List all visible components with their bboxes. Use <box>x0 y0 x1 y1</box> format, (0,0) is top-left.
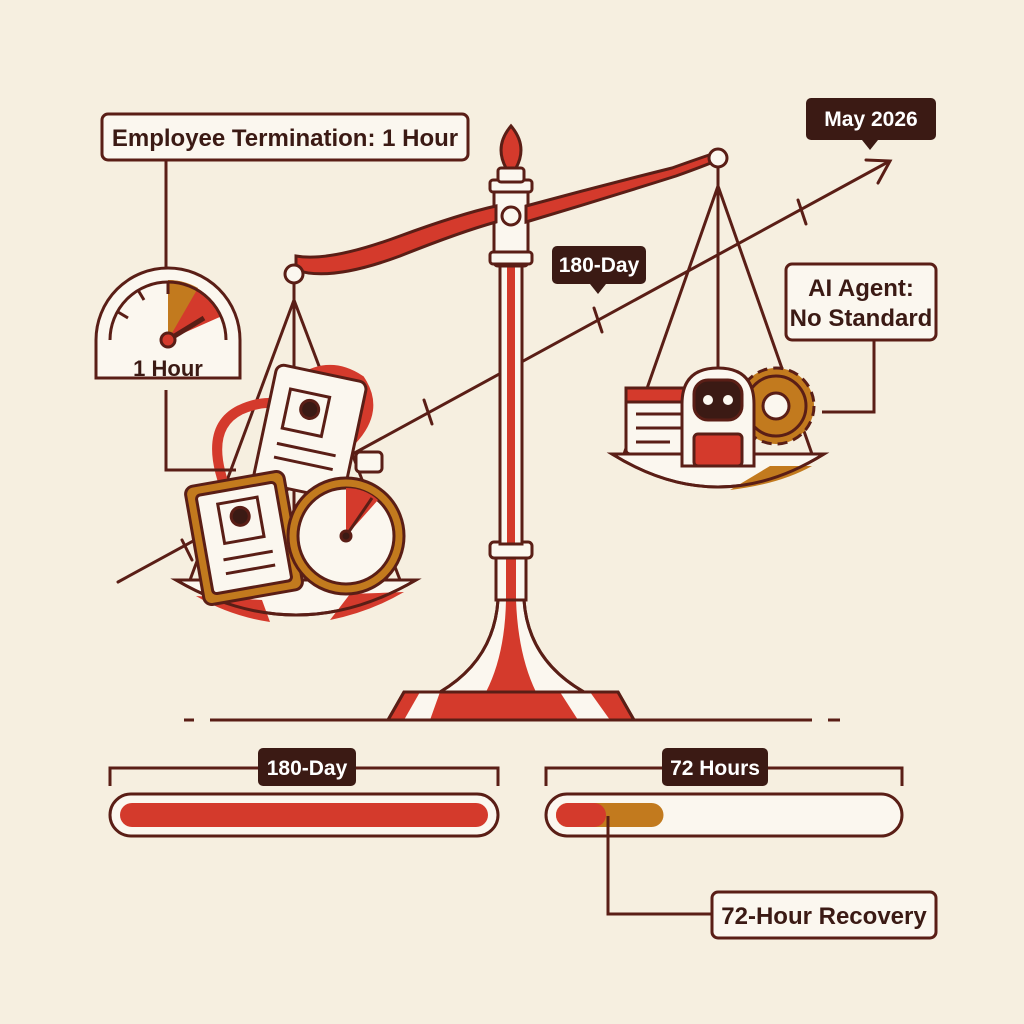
recovery-text: 72-Hour Recovery <box>721 903 927 930</box>
timeline-mid-text: 180-Day <box>559 254 640 277</box>
robot-icon <box>680 366 756 468</box>
ai-agent-line2: No Standard <box>790 305 933 332</box>
date-tag: May 2026 <box>806 98 936 150</box>
termination-leader <box>164 160 236 472</box>
date-text: May 2026 <box>824 108 917 131</box>
balance-scale-icon <box>283 123 729 722</box>
timeline-mid-tag: 180-Day <box>552 246 646 294</box>
id-badge-icon <box>252 363 368 501</box>
ai-agent-line1: AI Agent: <box>808 275 914 302</box>
id-badge-icon <box>184 469 304 607</box>
stopwatch-icon <box>286 450 406 596</box>
ai-agent-callout: AI Agent: No Standard <box>784 262 938 414</box>
progress-bar-72-hours: 72 Hours <box>544 748 904 838</box>
document-icon <box>624 386 698 456</box>
recovery-callout: 72-Hour Recovery <box>606 816 938 940</box>
gear-icon <box>736 366 816 446</box>
progress-bar-180-day: 180-Day <box>108 748 500 838</box>
bar1-label: 180-Day <box>267 757 348 780</box>
gauge-label: 1 Hour <box>133 356 203 381</box>
bar2-label: 72 Hours <box>670 757 760 780</box>
bar1-fill <box>120 803 488 827</box>
termination-callout: Employee Termination: 1 Hour <box>100 112 470 162</box>
gauge-icon: 1 Hour <box>94 266 242 381</box>
termination-text: Employee Termination: 1 Hour <box>112 125 458 152</box>
